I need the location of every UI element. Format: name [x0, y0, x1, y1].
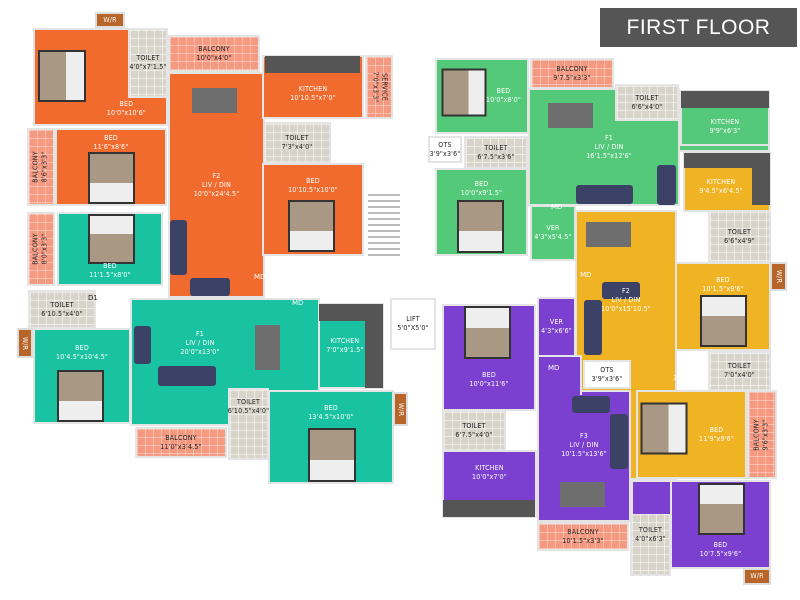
- bed-furniture: [308, 428, 356, 482]
- sofa: [576, 185, 633, 204]
- kitchen-counter: [265, 56, 360, 73]
- floor-title: FIRST FLOOR: [600, 8, 797, 47]
- door-label: D1: [88, 294, 98, 302]
- sofa: [190, 278, 230, 296]
- kitchen-counter: [365, 304, 383, 388]
- bed-furniture: [457, 200, 504, 253]
- dining-table: [192, 88, 237, 113]
- sofa: [584, 300, 602, 355]
- wardrobe: W/R: [393, 392, 408, 426]
- dining-table: [560, 482, 605, 507]
- staircase: [368, 190, 400, 260]
- bed-furniture: [288, 200, 335, 252]
- sofa: [657, 165, 676, 205]
- sofa: [602, 282, 640, 299]
- sofa: [572, 396, 610, 413]
- kitchen-counter: [752, 153, 770, 205]
- kitchen-counter: [443, 500, 535, 517]
- dining-table: [586, 222, 631, 247]
- kitchen-counter: [684, 153, 770, 168]
- bed-furniture: [57, 370, 104, 422]
- main-door-label: MD: [254, 273, 266, 281]
- main-door-label: MD: [551, 203, 563, 211]
- bed-furniture: [700, 295, 747, 347]
- sofa: [610, 414, 628, 469]
- dining-table: [255, 325, 280, 370]
- bed-furniture: [698, 483, 745, 535]
- main-door-label: MD: [580, 271, 592, 279]
- bed-furniture: [464, 306, 511, 359]
- main-door-label: MD: [548, 364, 560, 372]
- wardrobe: W/R: [95, 12, 125, 28]
- passage-width-label: 3'-10.5": [673, 374, 701, 382]
- sofa: [158, 366, 216, 386]
- sofa: [134, 326, 151, 364]
- bed-furniture: [640, 402, 688, 455]
- bed-furniture: [441, 68, 487, 117]
- sofa: [170, 220, 187, 275]
- kitchen-counter: [681, 91, 769, 108]
- f3-hall: [537, 355, 582, 395]
- wardrobe: W/R: [743, 568, 771, 585]
- bed-furniture: [88, 152, 135, 204]
- bed-furniture: [88, 214, 135, 264]
- main-door-label: MD: [292, 299, 304, 307]
- wardrobe: W/R: [17, 328, 33, 358]
- dining-table: [548, 103, 593, 128]
- bed-furniture: [38, 50, 86, 102]
- wardrobe: W/R: [770, 262, 787, 291]
